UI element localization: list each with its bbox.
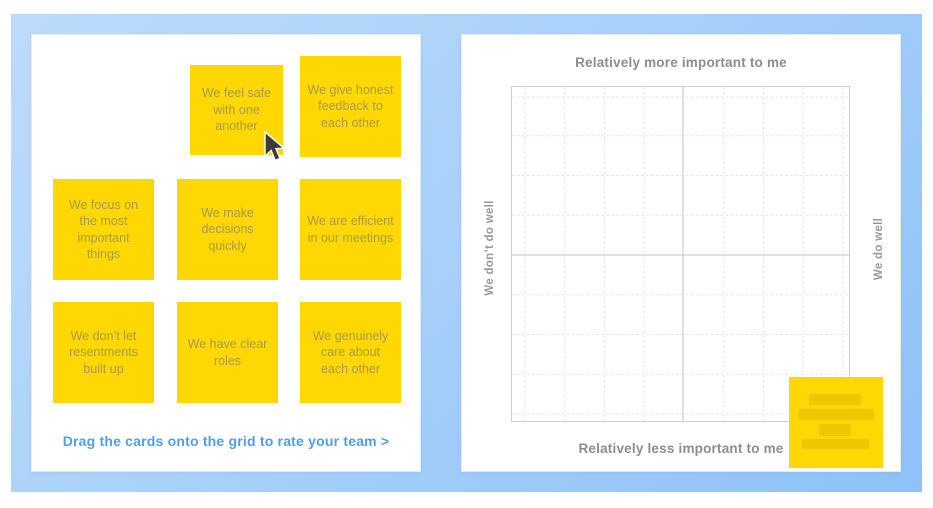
grid-lines: [512, 87, 849, 421]
cards-panel: We feel safe with one another We give ho…: [31, 34, 421, 472]
redacted-text-line: [809, 394, 861, 405]
card-label: We don’t let resentments built up: [69, 328, 138, 376]
card-label: We are efficient in our meetings: [307, 214, 394, 245]
axis-label-left: We don’t do well: [484, 200, 496, 296]
rating-grid-panel: Relatively more important to me Relative…: [461, 34, 901, 472]
rating-grid-dropzone[interactable]: [511, 86, 883, 468]
card-decisions-quickly[interactable]: We make decisions quickly: [177, 179, 278, 280]
card-honest-feedback[interactable]: We give honest feedback to each other: [300, 56, 401, 157]
card-label: We give honest feedback to each other: [307, 82, 394, 130]
card-label: We have clear roles: [187, 337, 268, 368]
placed-card-on-grid[interactable]: [789, 377, 883, 468]
card-label: We feel safe with one another: [201, 86, 272, 134]
axis-label-top: Relatively more important to me: [575, 55, 787, 70]
card-focus-important-things[interactable]: We focus on the most important things: [53, 179, 154, 280]
card-label: We focus on the most important things: [68, 197, 139, 262]
card-no-resentments[interactable]: We don’t let resentments built up: [53, 302, 154, 403]
card-label: We genuinely care about each other: [312, 328, 389, 376]
card-clear-roles[interactable]: We have clear roles: [177, 302, 278, 403]
redacted-text-line: [798, 409, 874, 420]
redacted-text-line: [802, 439, 869, 449]
card-label: We make decisions quickly: [201, 205, 254, 253]
drag-cards-hint-link[interactable]: Drag the cards onto the grid to rate you…: [62, 433, 390, 449]
card-genuinely-care[interactable]: We genuinely care about each other: [300, 302, 401, 403]
redacted-text-line: [819, 424, 851, 436]
card-we-feel-safe[interactable]: We feel safe with one another: [190, 65, 283, 155]
axis-label-right: We do well: [873, 217, 885, 281]
axis-label-bottom: Relatively less important to me: [578, 441, 784, 456]
card-efficient-meetings[interactable]: We are efficient in our meetings: [300, 179, 401, 280]
